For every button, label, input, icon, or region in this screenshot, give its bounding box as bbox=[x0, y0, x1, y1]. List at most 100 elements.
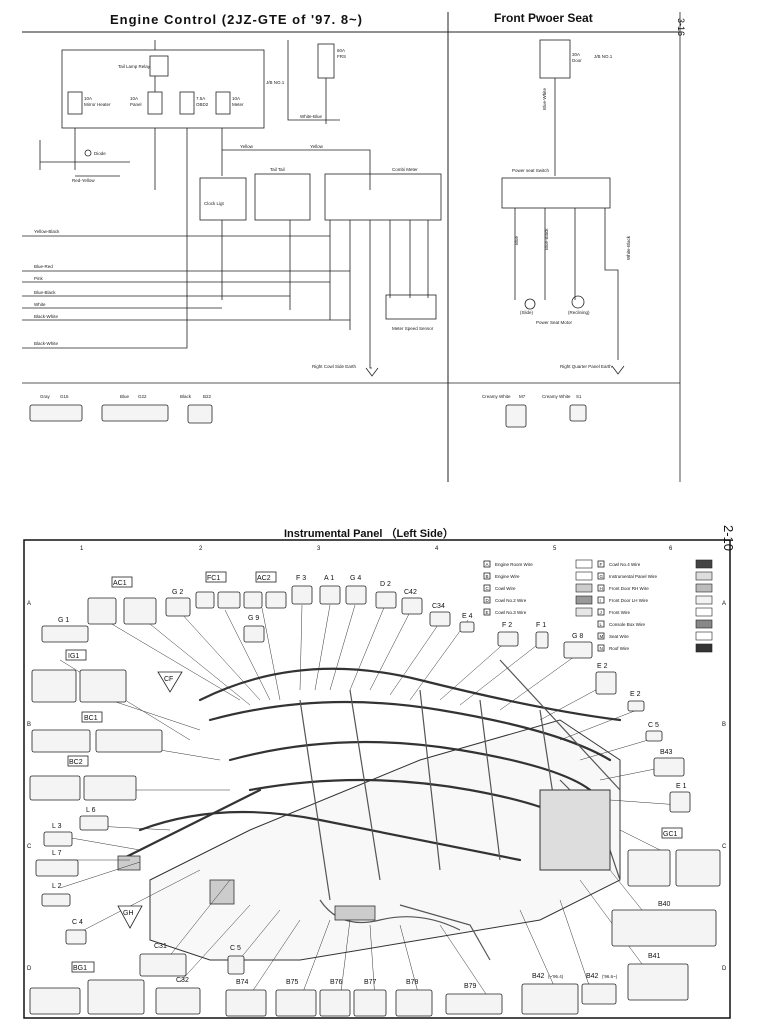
svg-text:Console Box Wire: Console Box Wire bbox=[609, 622, 646, 627]
svg-text:J: J bbox=[600, 610, 602, 615]
svg-text:B: B bbox=[27, 722, 31, 728]
connector-b75: B75 bbox=[275, 979, 317, 1017]
power-seat-motor-label: Power Seat Motor bbox=[536, 320, 573, 325]
svg-text:C: C bbox=[27, 844, 32, 850]
svg-text:B43: B43 bbox=[660, 749, 673, 756]
wire-white-blue: White-Blue bbox=[300, 114, 323, 119]
dashboard-harness-drawing bbox=[117, 659, 622, 961]
svg-text:Instrumental Panel Wire: Instrumental Panel Wire bbox=[609, 574, 658, 579]
svg-text:N: N bbox=[600, 646, 603, 651]
clock-light-label: Clock Ligt bbox=[204, 201, 225, 206]
connector-b77: B77 bbox=[353, 979, 387, 1017]
connector-g8: G 8 bbox=[563, 633, 593, 659]
svg-text:10A: 10A bbox=[232, 96, 240, 101]
front-power-seat-title: Front Pwoer Seat bbox=[494, 11, 593, 25]
fuse-obd2: 7.5A OBD2 bbox=[179, 91, 209, 115]
svg-text:('96.6~): ('96.6~) bbox=[602, 974, 618, 979]
wire-blue: Blue bbox=[514, 235, 519, 245]
svg-text:C34: C34 bbox=[432, 603, 445, 610]
connector-cf: CF bbox=[157, 671, 183, 693]
svg-text:Black-White: Black-White bbox=[34, 341, 59, 346]
svg-text:Engine Room Wire: Engine Room Wire bbox=[495, 562, 533, 567]
svg-text:A: A bbox=[486, 562, 489, 567]
svg-text:CF: CF bbox=[164, 676, 173, 683]
wire-blue-white: Blue-White bbox=[542, 87, 547, 110]
svg-text:Front Door LH Wire: Front Door LH Wire bbox=[609, 598, 649, 603]
svg-text:D: D bbox=[27, 966, 32, 972]
engine-control-title: Engine Control (2JZ-GTE of '97. 8~) bbox=[110, 12, 363, 27]
connector-b40: B40 bbox=[611, 901, 717, 947]
door-fuse-name: Door bbox=[572, 58, 582, 63]
svg-text:I: I bbox=[600, 598, 601, 603]
connector-g2: G 2 bbox=[165, 589, 191, 617]
svg-text:Cowl Wire: Cowl Wire bbox=[495, 586, 516, 591]
connector-g9: G 9 bbox=[243, 615, 265, 643]
svg-text:B: B bbox=[722, 722, 726, 728]
svg-text:Creamy White: Creamy White bbox=[482, 394, 511, 399]
connector-ac1: AC1 bbox=[87, 576, 157, 625]
svg-text:3: 3 bbox=[317, 546, 321, 552]
connector-c32: C32 bbox=[155, 977, 201, 1015]
svg-text:B79: B79 bbox=[464, 983, 477, 990]
svg-text:D 2: D 2 bbox=[380, 581, 391, 588]
svg-text:L 3: L 3 bbox=[52, 823, 62, 830]
svg-text:Engine Wire: Engine Wire bbox=[495, 574, 520, 579]
connector-b42-late: B42('96.6~) bbox=[581, 973, 618, 1005]
svg-text:GC1: GC1 bbox=[663, 831, 678, 838]
svg-text:G15: G15 bbox=[60, 394, 69, 399]
svg-text:White: White bbox=[34, 302, 46, 307]
svg-text:F 1: F 1 bbox=[536, 622, 546, 629]
svg-text:6: 6 bbox=[669, 546, 673, 552]
svg-text:IG1: IG1 bbox=[68, 653, 79, 660]
tail-relay-label: Tail Lamp Relay bbox=[118, 64, 151, 69]
fuse-mirror-heater: 10A Mirror Heater bbox=[67, 91, 111, 115]
svg-text:F: F bbox=[600, 562, 603, 567]
svg-text:GH: GH bbox=[123, 910, 134, 917]
svg-text:4: 4 bbox=[435, 546, 439, 552]
svg-text:Blue-Black: Blue-Black bbox=[34, 290, 56, 295]
connector-gh: GH bbox=[117, 905, 143, 929]
connector-ig1: IG1 bbox=[31, 649, 127, 703]
connector-e4: E 4 bbox=[459, 613, 475, 633]
svg-text:S1: S1 bbox=[576, 394, 582, 399]
connector-f2: F 2 bbox=[497, 622, 519, 647]
connector-f1: F 1 bbox=[535, 622, 549, 649]
svg-text:5: 5 bbox=[553, 546, 557, 552]
svg-text:FC1: FC1 bbox=[207, 575, 220, 582]
svg-text:B77: B77 bbox=[364, 979, 377, 986]
wire-yellow-1: Yellow bbox=[240, 144, 254, 149]
combi-meter-label: Combi Meter bbox=[392, 167, 418, 172]
svg-text:E 2: E 2 bbox=[597, 663, 608, 670]
svg-text:D: D bbox=[486, 598, 490, 603]
svg-text:C42: C42 bbox=[404, 589, 417, 596]
top-wiring-diagram: J/B NO.1 Tail Lamp Relay 10A Mirror Heat… bbox=[22, 12, 681, 482]
svg-text:1: 1 bbox=[80, 546, 84, 552]
diode-label: Diode bbox=[94, 151, 106, 156]
svg-text:AC2: AC2 bbox=[257, 575, 271, 582]
svg-text:BG1: BG1 bbox=[73, 965, 87, 972]
left-wire-bundle: Yellow-Black Blue-Red Pink Blue-Black Wh… bbox=[22, 186, 350, 349]
leader-lines bbox=[59, 604, 681, 1001]
connector-c42: C42 bbox=[401, 589, 423, 615]
connector-c5: C 5 bbox=[645, 722, 663, 742]
wire-white-black: White-Black bbox=[626, 235, 631, 260]
svg-text:G 9: G 9 bbox=[248, 615, 259, 622]
svg-text:C 5: C 5 bbox=[648, 722, 659, 729]
earth-label: Right Cowl Side Earth bbox=[312, 364, 357, 369]
svg-text:Black: Black bbox=[180, 394, 192, 399]
grid-columns: 1 2 3 4 5 6 bbox=[80, 546, 673, 552]
connector-m7: Creamy White M7 bbox=[482, 394, 527, 428]
connector-b22: Black B22 bbox=[180, 394, 213, 424]
svg-text:G: G bbox=[600, 574, 604, 579]
svg-text:Front Wire: Front Wire bbox=[609, 610, 630, 615]
svg-text:Meter: Meter bbox=[232, 102, 244, 107]
connector-g4: G 4 bbox=[345, 575, 367, 605]
grid-rows: A B C D A B C D bbox=[27, 601, 727, 972]
svg-text:10A: 10A bbox=[130, 96, 138, 101]
svg-text:H: H bbox=[600, 586, 603, 591]
connector-fc1: FC1 bbox=[195, 571, 241, 609]
svg-text:A: A bbox=[722, 601, 726, 607]
connector-bc2: BC2 bbox=[29, 755, 137, 801]
